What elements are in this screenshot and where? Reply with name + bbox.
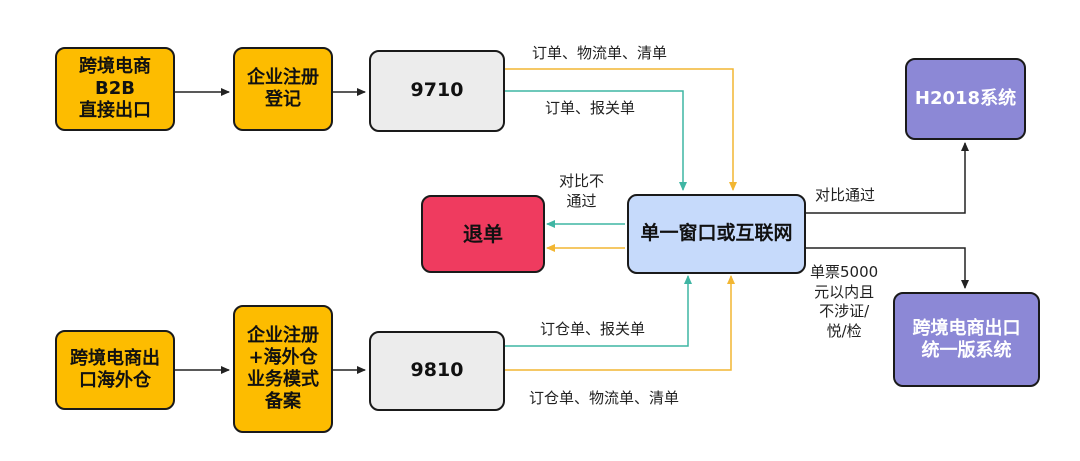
pass-label: 对比通过 [815,186,876,204]
bottom-teal-connector [505,275,692,347]
small-parcel-connector [806,247,969,289]
reject-node: 退单 [421,195,545,273]
small-parcel-label: 单票5000 元以内且 不涉证/ 悦/检 [810,263,879,340]
unified-system-node: 跨境电商出口 统一版系统 [893,292,1040,387]
top-yellow-label: 订单、物流单、清单 [532,44,668,62]
h2018-system-node: H2018系统 [905,58,1026,140]
top-yellow-connector [505,68,737,191]
top-teal-label: 订单、报关单 [545,99,636,117]
registration-node: 企业注册 登记 [233,47,333,131]
code-9710-node: 9710 [369,50,505,132]
bottom-yellow-label: 订仓单、物流单、清单 [529,389,680,407]
code-9810-node: 9810 [369,331,505,411]
mismatch-label: 对比不 通过 [559,172,605,210]
bottom-yellow-connector [505,275,735,371]
b2b-export-node: 跨境电商 B2B 直接出口 [55,47,175,131]
pass-connector [806,142,969,214]
bottom-teal-label: 订仓单、报关单 [540,320,646,338]
overseas-warehouse-node: 跨境电商出 口海外仓 [55,330,175,410]
registration-filing-node: 企业注册 +海外仓 业务模式 备案 [233,305,333,433]
top-teal-connector [505,90,687,191]
single-window-node: 单一窗口或互联网 [627,194,806,274]
